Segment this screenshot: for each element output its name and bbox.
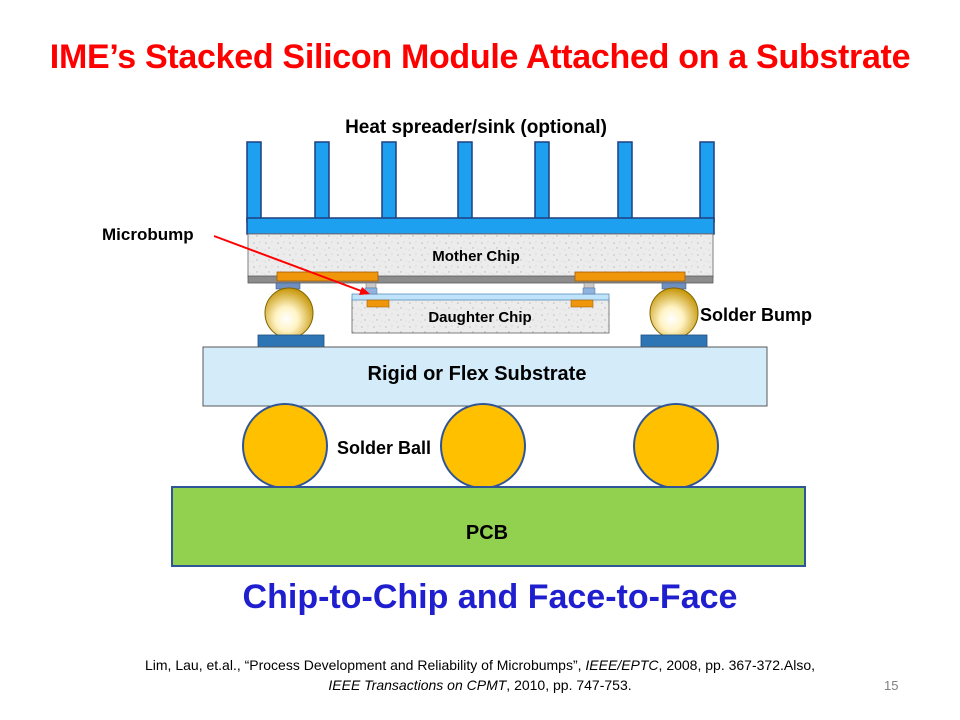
solder-bump	[264, 287, 314, 339]
substrate-pad	[257, 334, 325, 348]
mother-chip-bottom-layer	[247, 275, 714, 284]
microbump-arrow-head	[359, 287, 370, 295]
substrate-pad	[640, 334, 708, 348]
substrate-label: Rigid or Flex Substrate	[368, 363, 587, 385]
mother-chip	[247, 233, 714, 278]
mother-chip-label: Mother Chip	[432, 248, 520, 265]
heat-sink-fin	[457, 141, 473, 223]
heat-sink-label: Heat spreader/sink (optional)	[345, 117, 607, 138]
mother-chip-pad	[574, 271, 686, 282]
page-number: 15	[884, 678, 899, 693]
heat-sink-fin	[617, 141, 633, 223]
slide-title: IME’s Stacked Silicon Module Attached on…	[49, 38, 911, 76]
pcb-label: PCB	[466, 522, 508, 544]
heat-sink-base	[246, 217, 715, 235]
microbump	[582, 282, 596, 295]
microbump-label: Microbump	[102, 225, 194, 244]
citation-line-1: Lim, Lau, et.al., “Process Development a…	[0, 655, 960, 675]
daughter-chip-top-layer	[351, 293, 610, 301]
citation-text: Lim, Lau, et.al., “Process Development a…	[145, 657, 586, 673]
heat-sink	[246, 141, 715, 235]
heat-sink-fin	[314, 141, 330, 223]
citation: Lim, Lau, et.al., “Process Development a…	[0, 655, 960, 695]
solder-bump-label: Solder Bump	[700, 305, 812, 325]
citation-line-2: IEEE Transactions on CPMT, 2010, pp. 747…	[0, 675, 960, 695]
daughter-chip-pad	[366, 299, 390, 308]
heat-sink-fin	[246, 141, 262, 223]
mother-chip-pad	[276, 271, 379, 282]
solder-ball	[242, 403, 328, 489]
heat-sink-fin	[699, 141, 715, 223]
slide-subtitle: Chip-to-Chip and Face-to-Face	[242, 578, 738, 616]
pcb	[171, 486, 806, 567]
citation-text: , 2010, pp. 747-753.	[506, 677, 632, 693]
heat-sink-fin	[381, 141, 397, 223]
citation-journal: IEEE/EPTC	[585, 657, 659, 673]
solder-bump	[649, 287, 699, 339]
substrate	[202, 346, 768, 407]
daughter-chip-label: Daughter Chip	[428, 309, 531, 326]
microbump-arrow-line	[213, 235, 365, 293]
solder-ball-label: Solder Ball	[337, 438, 431, 458]
heat-sink-fin	[534, 141, 550, 223]
solder-ball	[440, 403, 526, 489]
solder-ball	[633, 403, 719, 489]
daughter-chip-pad	[570, 299, 594, 308]
citation-journal: IEEE Transactions on CPMT	[328, 677, 507, 693]
citation-text: , 2008, pp. 367-372.Also,	[658, 657, 815, 673]
